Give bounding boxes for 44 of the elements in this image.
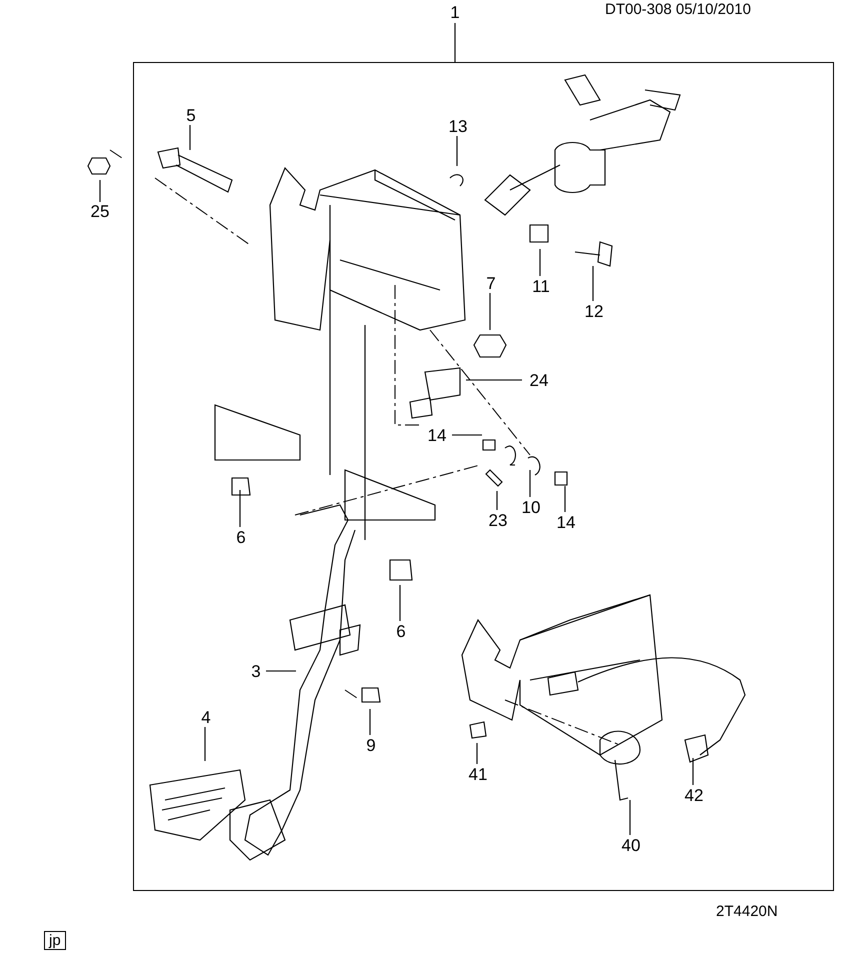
callout-number: 7 bbox=[480, 274, 502, 294]
callout-number: 14 bbox=[550, 513, 582, 533]
leader-line bbox=[496, 491, 498, 510]
leader-line bbox=[204, 727, 206, 761]
leader-line bbox=[399, 585, 401, 621]
callout-number: 4 bbox=[195, 708, 217, 728]
leader-line bbox=[692, 758, 694, 785]
document-code: DT00-308 05/10/2010 bbox=[605, 1, 751, 18]
callout-number: 9 bbox=[360, 736, 382, 756]
leader-line bbox=[489, 293, 491, 330]
leader-line bbox=[592, 266, 594, 301]
callout-number: 6 bbox=[390, 622, 412, 642]
callout-number: 40 bbox=[615, 836, 647, 856]
leader-line bbox=[452, 434, 482, 436]
callout-number: 10 bbox=[515, 498, 547, 518]
leader-line bbox=[189, 125, 191, 150]
leader-line bbox=[539, 249, 541, 276]
leader-line bbox=[266, 670, 296, 672]
callout-number: 13 bbox=[442, 117, 474, 137]
callout-number: 11 bbox=[525, 277, 557, 297]
leader-line bbox=[529, 470, 531, 497]
leader-line bbox=[466, 379, 522, 381]
callout-number: 42 bbox=[678, 786, 710, 806]
leader-line bbox=[239, 490, 241, 527]
leader-line bbox=[456, 136, 458, 166]
callout-number: 24 bbox=[523, 371, 555, 391]
figure-code: 2T4420N bbox=[716, 903, 778, 920]
leader-line bbox=[454, 23, 456, 62]
leader-line bbox=[369, 709, 371, 735]
leader-line bbox=[564, 486, 566, 512]
callout-number: 25 bbox=[84, 202, 116, 222]
region-code: jp bbox=[44, 931, 66, 950]
leader-line bbox=[99, 180, 101, 202]
leader-line bbox=[629, 800, 631, 835]
callout-number: 12 bbox=[578, 302, 610, 322]
callout-number: 1 bbox=[444, 3, 466, 23]
callout-number: 41 bbox=[462, 765, 494, 785]
callout-number: 23 bbox=[482, 511, 514, 531]
callout-number: 14 bbox=[421, 426, 453, 446]
callout-number: 5 bbox=[180, 106, 202, 126]
leader-line bbox=[476, 743, 478, 764]
callout-number: 3 bbox=[245, 662, 267, 682]
frame-border bbox=[133, 62, 834, 891]
callout-number: 6 bbox=[230, 528, 252, 548]
